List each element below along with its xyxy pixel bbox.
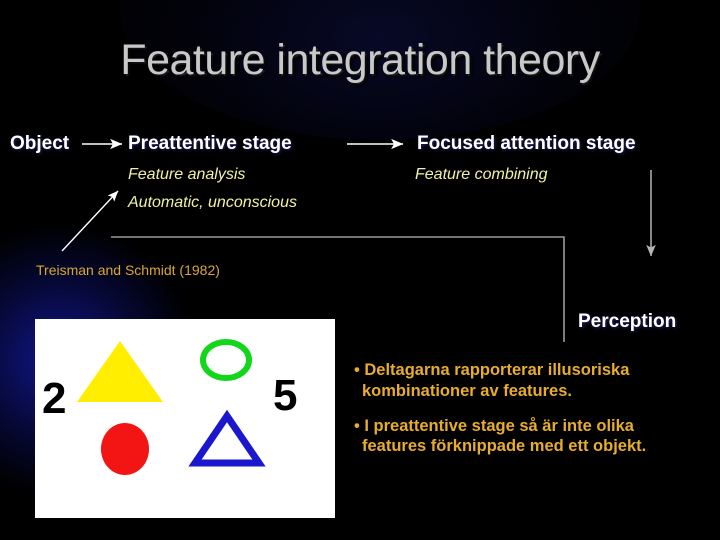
arrow-citation-to-automatic	[61, 190, 119, 252]
sub-label-feature-analysis: Feature analysis	[128, 166, 246, 183]
sub-label-automatic-unconscious: Automatic, unconscious	[128, 194, 297, 211]
perception-label: Perception	[578, 311, 677, 332]
bullet-list: • Deltagarna rapporterar illusoriska kom…	[354, 360, 702, 457]
yellow-filled-triangle	[77, 341, 163, 402]
digit-2-label: 2	[42, 374, 66, 423]
digit-5-label: 5	[273, 371, 297, 420]
stage-label-preattentive: Preattentive stage	[128, 133, 292, 154]
stage-label-object: Object	[10, 133, 70, 154]
sub-label-feature-combining: Feature combining	[415, 166, 548, 183]
stage-label-focused-attention: Focused attention stage	[417, 133, 636, 154]
blue-triangle-outline	[188, 409, 266, 467]
citation-label: Treisman and Schmidt (1982)	[36, 262, 220, 278]
bullet-item: • I preattentive stage så är inte olika …	[354, 416, 647, 456]
green-circle-outline	[200, 339, 252, 381]
bullet-item: • Deltagarna rapporterar illusoriska kom…	[354, 361, 630, 400]
page-title: Feature integration theory	[120, 36, 600, 84]
stimulus-image-panel: 2 5	[35, 319, 335, 518]
red-filled-circle	[101, 423, 149, 475]
